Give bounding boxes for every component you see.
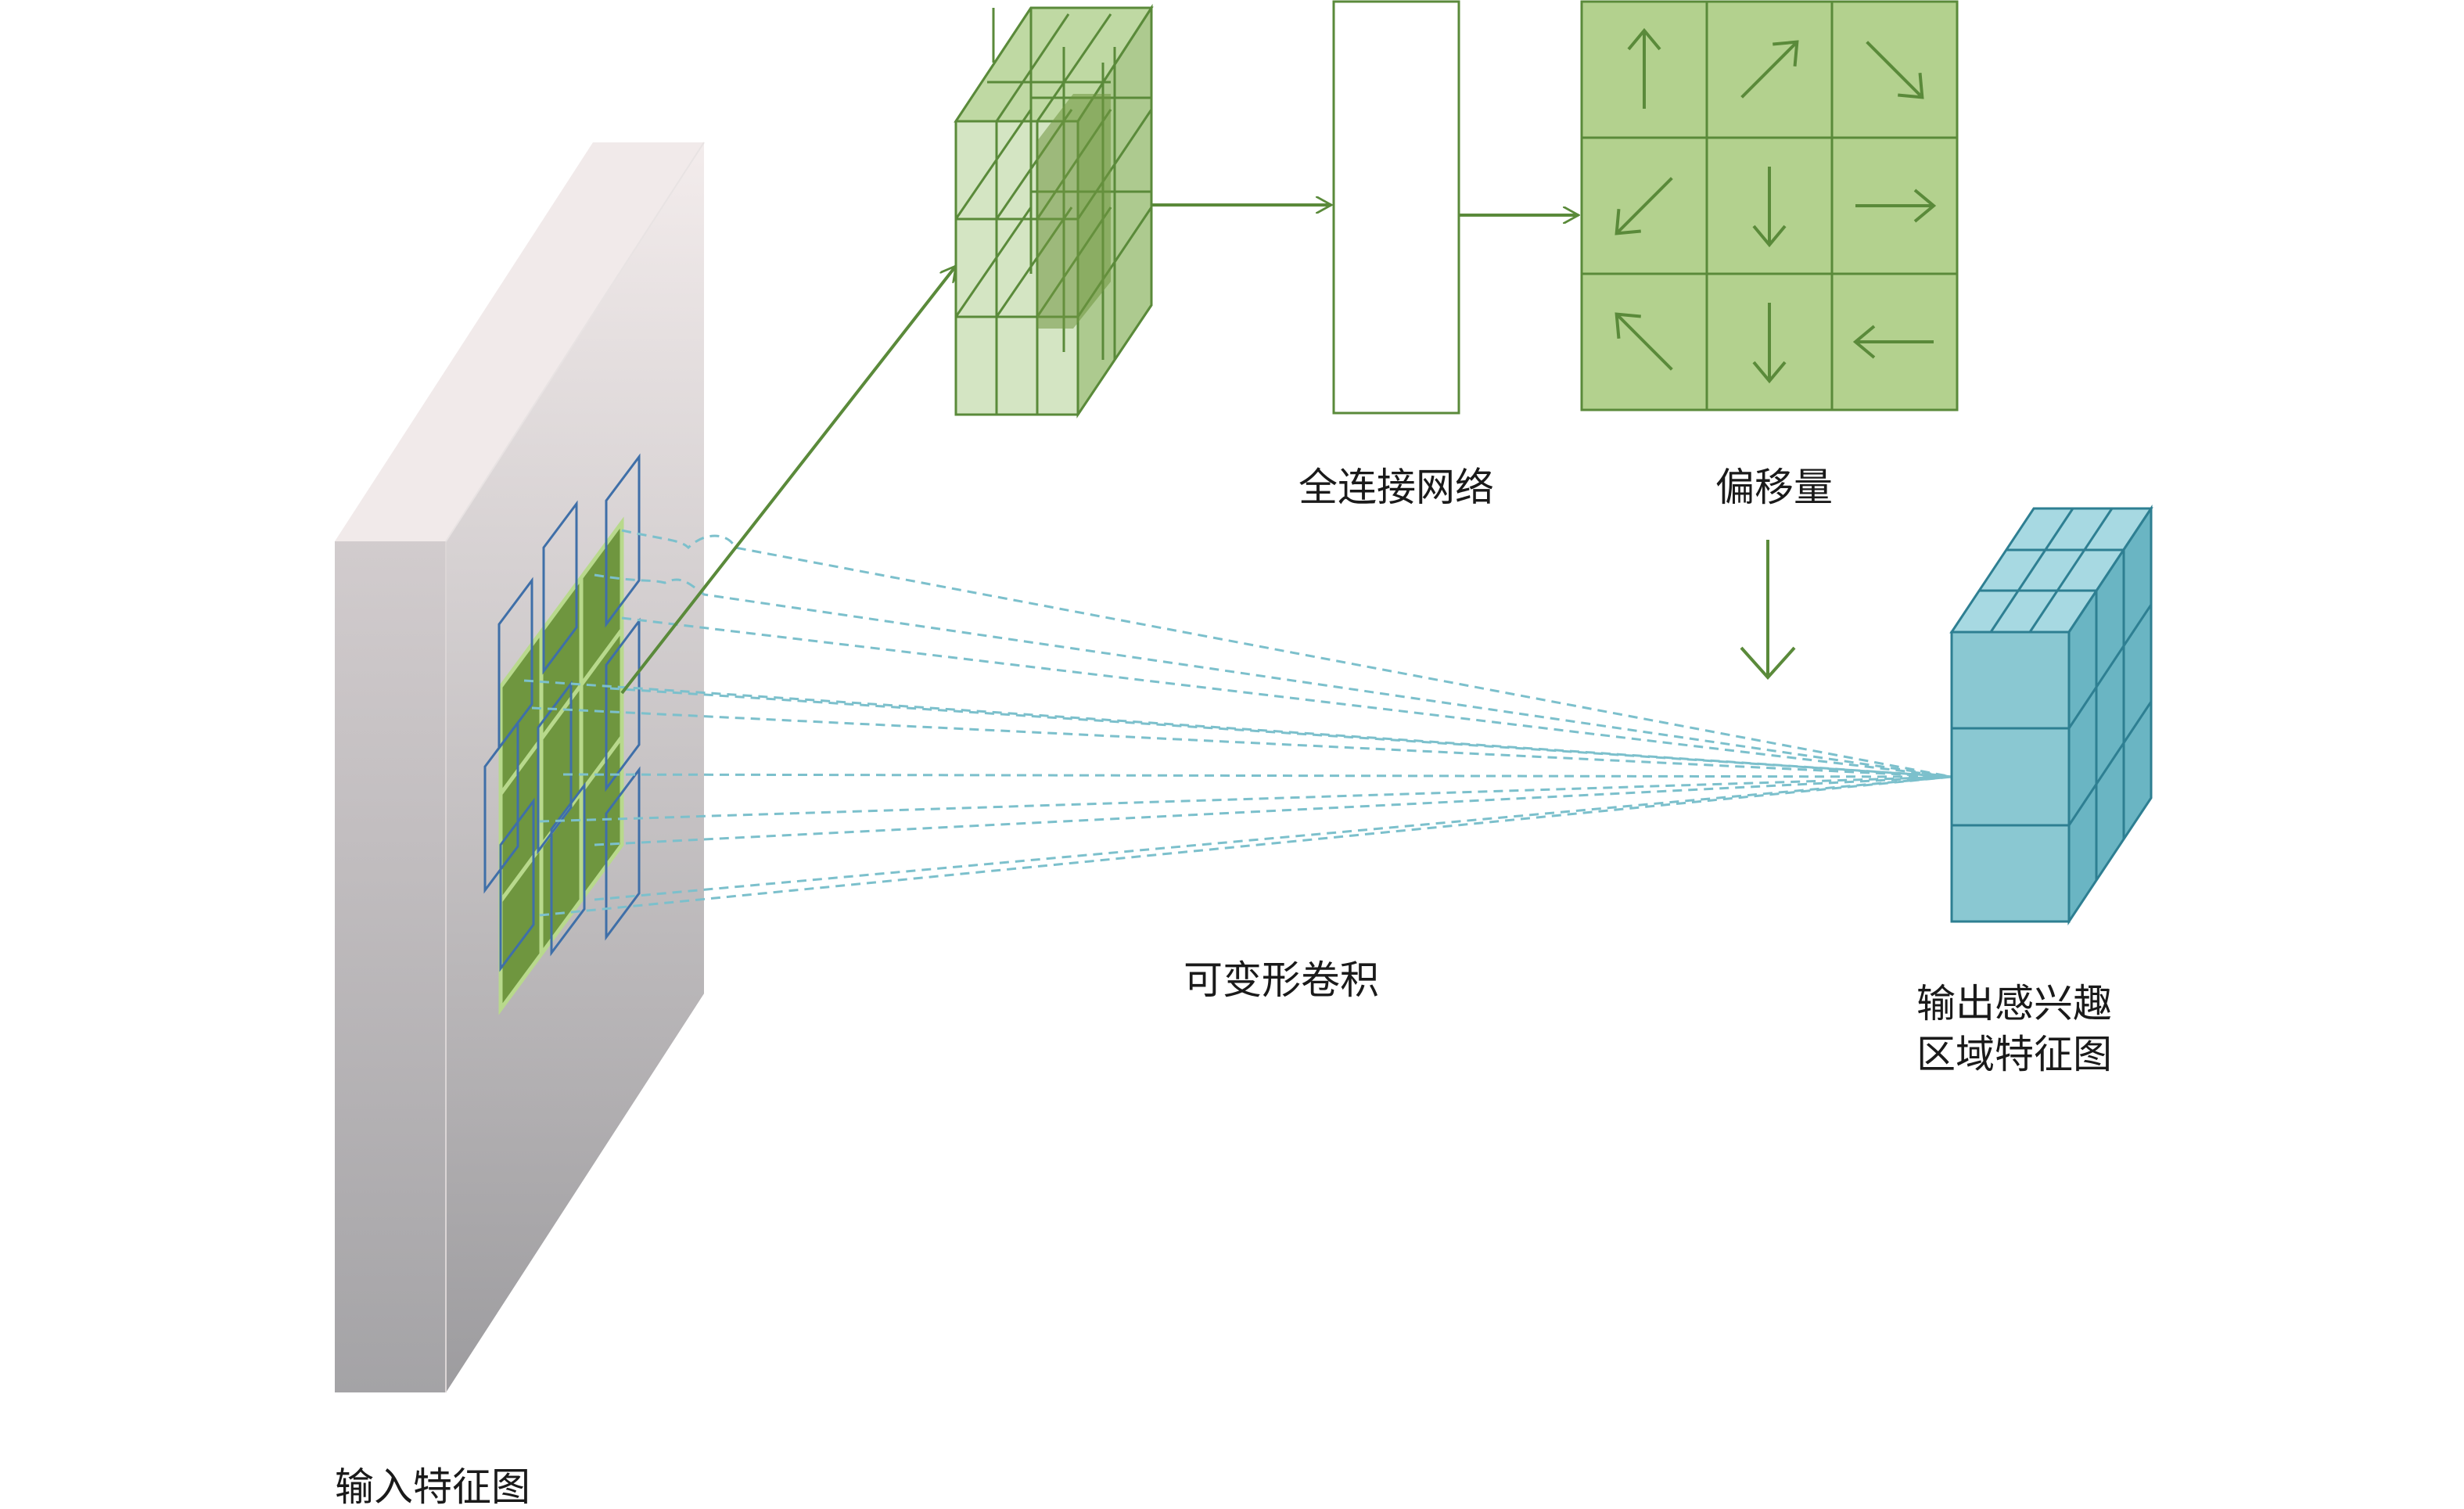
down-right-arrow-icon: [1866, 41, 1924, 99]
offset-grid: [1580, 0, 1959, 411]
fully-connected-network-label: 全连接网络: [1298, 465, 1494, 510]
offsets-label: 偏移量: [1715, 465, 1833, 510]
output-roi-label-line2: 区域特征图: [1916, 1032, 2112, 1077]
deformable-convolution-label: 可变形卷积: [1184, 957, 1379, 1003]
fully-connected-network-box: [1332, 0, 1460, 415]
up-left-arrow-icon: [1615, 312, 1673, 371]
down-arrow-icon: [1752, 303, 1787, 384]
output-roi-feature-cube: [1949, 505, 2153, 925]
up-right-arrow-icon: [1740, 40, 1799, 99]
projection-lines: [523, 529, 1952, 917]
down-left-arrow-icon: [1615, 177, 1673, 235]
left-arrow-icon: [1852, 325, 1934, 359]
output-roi-label-line1: 输出感兴趣: [1916, 981, 2112, 1026]
conv-block-3d: [954, 3, 1154, 419]
right-arrow-icon: [1855, 189, 1937, 223]
down-arrow-icon: [1752, 167, 1787, 248]
up-arrow-icon: [1627, 27, 1661, 109]
feature-to-block-arrow: [620, 266, 956, 695]
input-feature-map-label: 输入特征图: [335, 1464, 530, 1509]
deformed-kernel-samples: [483, 453, 641, 972]
offsets-to-output-arrow: [1740, 540, 1796, 680]
